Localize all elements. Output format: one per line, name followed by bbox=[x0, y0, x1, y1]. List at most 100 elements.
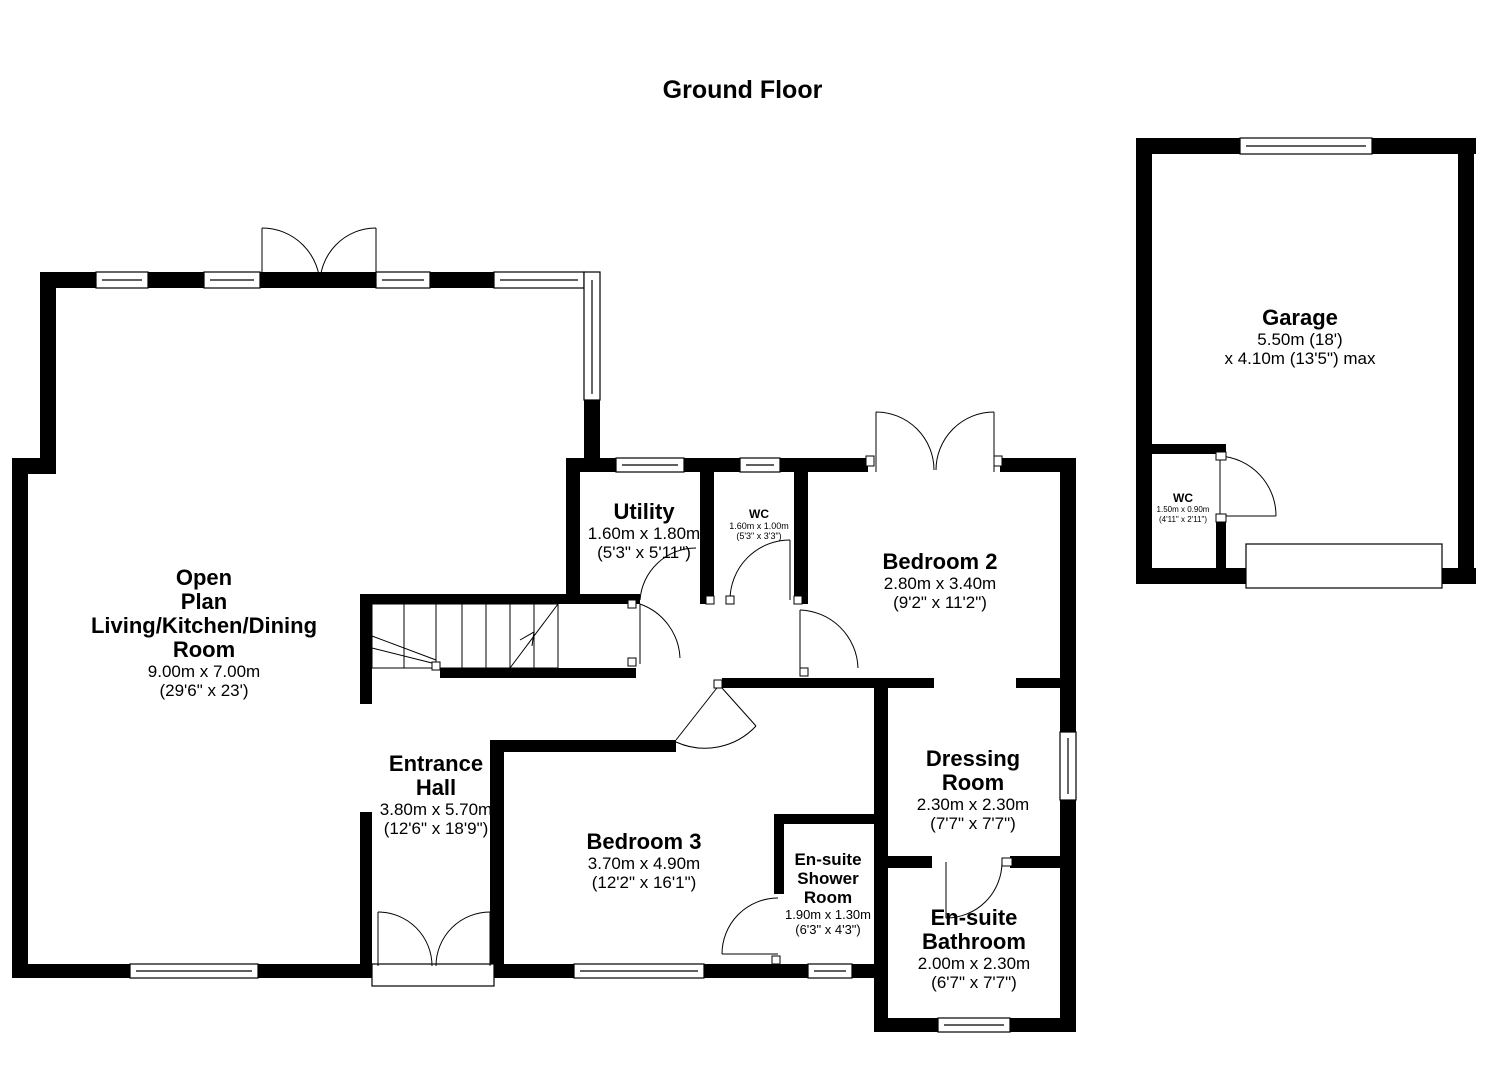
room-name: En-suite Bathroom bbox=[922, 905, 1026, 954]
door-swing bbox=[721, 897, 779, 955]
wall bbox=[874, 678, 888, 1032]
newel-post bbox=[431, 661, 441, 671]
door-swing bbox=[435, 911, 491, 967]
wall bbox=[722, 678, 934, 688]
stair-outline bbox=[371, 603, 559, 669]
door-stop bbox=[713, 679, 723, 689]
room-dimensions-metric: 1.90m x 1.30m bbox=[785, 907, 871, 922]
wall bbox=[566, 458, 868, 472]
door-swing bbox=[875, 411, 935, 471]
room-name: WC bbox=[1173, 491, 1193, 505]
wall bbox=[1016, 678, 1076, 688]
wall bbox=[700, 458, 714, 604]
wall bbox=[1060, 458, 1076, 688]
room-dimensions-metric: 2.00m x 2.30m bbox=[917, 954, 1031, 973]
wall bbox=[1000, 458, 1076, 472]
door-stop bbox=[771, 955, 781, 965]
door-swing bbox=[639, 603, 681, 659]
room-garage-wc: WC 1.50m x 0.90m (4'11" x 2'11") bbox=[1150, 492, 1216, 525]
door-stop bbox=[627, 599, 637, 609]
wall bbox=[794, 458, 808, 604]
wall bbox=[774, 814, 784, 894]
wall bbox=[490, 740, 504, 978]
door-leaf bbox=[721, 687, 757, 727]
room-name: Entrance Hall bbox=[388, 751, 484, 800]
wall bbox=[1458, 138, 1474, 584]
door-stop bbox=[627, 657, 637, 667]
room-bedroom-2: Bedroom 2 2.80m x 3.40m (9'2" x 11'2") bbox=[840, 549, 1040, 613]
stair-winder bbox=[371, 647, 437, 665]
room-dimensions-metric: 1.50m x 0.90m bbox=[1156, 505, 1210, 514]
wall bbox=[360, 594, 640, 604]
door-stop bbox=[993, 455, 1003, 467]
room-name: Open Plan Living/Kitchen/Dining Room bbox=[90, 565, 318, 662]
room-dimensions-imperial: (5'3" x 3'3") bbox=[736, 531, 782, 541]
room-dimensions-metric: 1.60m x 1.80m bbox=[587, 524, 701, 543]
wall bbox=[360, 594, 372, 704]
room-open-plan: Open Plan Living/Kitchen/Dining Room 9.0… bbox=[64, 565, 344, 701]
wall bbox=[490, 740, 676, 752]
room-dimensions-imperial: (6'3" x 4'3") bbox=[795, 922, 861, 937]
room-name: Garage bbox=[1262, 305, 1338, 330]
door-stop bbox=[1215, 451, 1227, 461]
room-garage: Garage 5.50m (18') x 4.10m (13'5") max bbox=[1190, 305, 1410, 369]
door-stop bbox=[865, 455, 875, 467]
wall bbox=[440, 668, 636, 678]
window bbox=[1245, 543, 1443, 589]
room-dimensions-imperial: (4'11" x 2'11") bbox=[1158, 515, 1207, 524]
room-dimensions-imperial: (12'2" x 16'1") bbox=[591, 873, 697, 892]
room-dimensions-metric: 9.00m x 7.00m bbox=[147, 662, 261, 681]
door-swing bbox=[935, 411, 995, 471]
door-stop bbox=[793, 595, 803, 605]
walls bbox=[12, 138, 1476, 1032]
room-dimensions-imperial: (6'7" x 7'7") bbox=[931, 973, 1017, 992]
room-dimensions-metric: 3.70m x 4.90m bbox=[587, 854, 701, 873]
room-bedroom-3: Bedroom 3 3.70m x 4.90m (12'2" x 16'1") bbox=[560, 829, 728, 893]
wall bbox=[1136, 138, 1152, 584]
room-name: Bedroom 3 bbox=[586, 829, 702, 854]
door-stop bbox=[705, 595, 715, 605]
door-swing bbox=[377, 911, 433, 967]
wall bbox=[12, 458, 28, 978]
room-name: Utility bbox=[613, 499, 675, 524]
room-dimensions-metric: 1.60m x 1.00m bbox=[729, 521, 789, 531]
room-utility: Utility 1.60m x 1.80m (5'3" x 5'11") bbox=[570, 499, 718, 563]
wall bbox=[774, 814, 886, 824]
room-dimensions-imperial: x 4.10m (13'5") max bbox=[1224, 349, 1376, 368]
door-swing bbox=[261, 227, 321, 287]
door-swing bbox=[639, 547, 697, 601]
room-name: Bedroom 2 bbox=[882, 549, 998, 574]
staircase bbox=[371, 451, 1227, 965]
room-dressing: Dressing Room 2.30m x 2.30m (7'7" x 7'7"… bbox=[888, 746, 1058, 834]
stair-winder bbox=[371, 635, 437, 661]
room-dimensions-imperial: (7'7" x 7'7") bbox=[930, 814, 1016, 833]
door-leaf bbox=[675, 683, 721, 741]
room-dimensions-imperial: (12'6" x 18'9") bbox=[383, 819, 489, 838]
room-dimensions-metric: 2.80m x 3.40m bbox=[883, 574, 997, 593]
room-name: WC bbox=[749, 507, 769, 521]
wall bbox=[880, 856, 932, 868]
room-wc: WC 1.60m x 1.00m (5'3" x 3'3") bbox=[714, 507, 804, 542]
doors bbox=[261, 227, 1277, 967]
door-swing bbox=[799, 609, 859, 669]
door-swing bbox=[675, 725, 757, 749]
door-swing bbox=[319, 227, 377, 287]
room-dimensions-metric: 5.50m (18') bbox=[1257, 330, 1343, 349]
door-stop bbox=[799, 667, 809, 677]
wall bbox=[1136, 568, 1246, 584]
stair-arrow bbox=[519, 631, 535, 647]
floor-title: Ground Floor bbox=[662, 76, 823, 104]
door-stop bbox=[1215, 513, 1227, 523]
wall bbox=[1010, 856, 1076, 868]
room-dimensions-metric: 2.30m x 2.30m bbox=[916, 795, 1030, 814]
room-ensuite-bathroom: En-suite Bathroom 2.00m x 2.30m (6'7" x … bbox=[888, 905, 1060, 993]
room-name: Dressing Room bbox=[925, 746, 1021, 795]
wall bbox=[1060, 678, 1076, 1032]
room-ensuite-shower: En-suite Shower Room 1.90m x 1.30m (6'3"… bbox=[776, 850, 880, 937]
door-stop bbox=[725, 595, 735, 605]
window bbox=[371, 963, 495, 987]
wall bbox=[360, 812, 372, 978]
door-swing bbox=[1219, 455, 1277, 517]
door-stop bbox=[1001, 857, 1013, 867]
